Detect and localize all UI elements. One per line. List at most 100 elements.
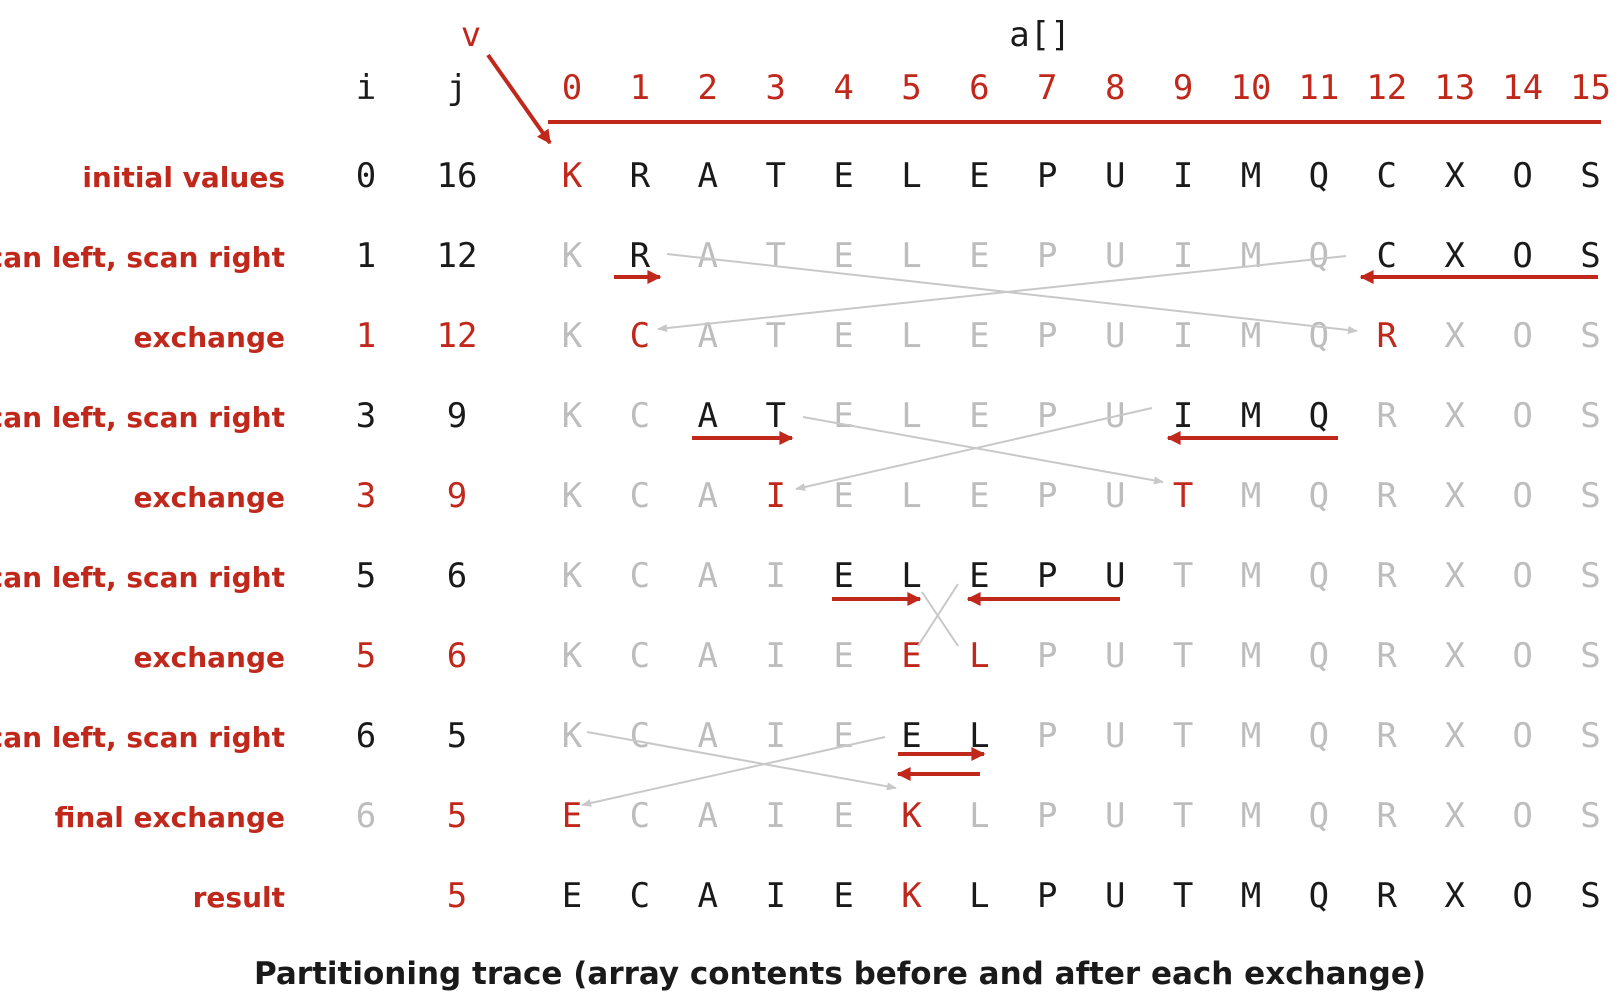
array-cell: C [630, 396, 650, 436]
array-index-label: 5 [901, 68, 921, 108]
array-cell: T [1173, 876, 1193, 916]
array-cell: Q [1309, 236, 1329, 276]
j-value: 12 [437, 316, 478, 356]
array-cell: S [1580, 316, 1600, 356]
array-cell: U [1105, 476, 1125, 516]
array-cell: C [1377, 236, 1397, 276]
i-value: 1 [356, 236, 376, 276]
array-cell: X [1444, 876, 1465, 916]
array-cell: C [630, 636, 650, 676]
array-cell: P [1037, 796, 1057, 836]
array-label: a[] [1009, 15, 1070, 55]
array-cell: P [1037, 316, 1057, 356]
array-cell: I [765, 636, 785, 676]
array-cell: Q [1309, 156, 1329, 196]
j-value: 6 [447, 636, 467, 676]
j-value: 9 [447, 396, 467, 436]
array-index-label: 6 [969, 68, 989, 108]
i-column-header: i [356, 68, 376, 108]
array-cell: L [969, 796, 989, 836]
exchange-line [802, 416, 1164, 485]
array-cell: T [1173, 716, 1193, 756]
array-cell: E [969, 316, 989, 356]
array-cell: E [833, 876, 853, 916]
array-cell: A [698, 876, 718, 916]
array-cell: O [1512, 156, 1532, 196]
row-label: scan left, scan right [0, 241, 285, 274]
j-column-header: j [447, 68, 467, 108]
array-cell: M [1241, 156, 1261, 196]
j-value: 5 [447, 876, 467, 916]
array-cell: X [1444, 156, 1465, 196]
array-cell: S [1580, 876, 1600, 916]
array-cell: A [698, 556, 718, 596]
exchange-line [657, 255, 1347, 333]
array-cell: L [901, 476, 921, 516]
array-cell: X [1444, 796, 1465, 836]
array-cell: M [1241, 476, 1261, 516]
j-value: 5 [447, 716, 467, 756]
array-cell: M [1241, 556, 1261, 596]
array-cell: S [1580, 796, 1600, 836]
array-cell: R [1377, 316, 1398, 356]
array-cell: C [1377, 156, 1397, 196]
exchange-line [795, 407, 1153, 491]
row-label: scan left, scan right [0, 561, 285, 594]
array-cell: Q [1309, 636, 1329, 676]
array-cell: M [1241, 636, 1261, 676]
array-cell: E [562, 796, 582, 836]
array-cell: K [562, 236, 583, 276]
array-cell: U [1105, 236, 1125, 276]
array-cell: M [1241, 236, 1261, 276]
array-cell: L [901, 556, 921, 596]
array-cell: E [833, 156, 853, 196]
row-label: scan left, scan right [0, 401, 285, 434]
array-index-label: 15 [1570, 68, 1611, 108]
array-cell: T [765, 316, 785, 356]
array-cell: K [562, 556, 583, 596]
array-cell: E [969, 396, 989, 436]
array-cell: L [901, 236, 921, 276]
array-cell: E [969, 556, 989, 596]
array-cell: S [1580, 556, 1600, 596]
array-cell: I [765, 476, 785, 516]
array-cell: K [562, 476, 583, 516]
array-index-label: 14 [1502, 68, 1543, 108]
array-index-label: 4 [833, 68, 853, 108]
array-cell: T [765, 396, 785, 436]
array-cell: M [1241, 396, 1261, 436]
array-cell: O [1512, 876, 1532, 916]
array-cell: E [833, 396, 853, 436]
exchange-line [581, 736, 886, 807]
row-label: final exchange [55, 801, 285, 834]
array-cell: E [969, 236, 989, 276]
array-cell: T [1173, 556, 1193, 596]
array-cell: X [1444, 316, 1465, 356]
array-cell: E [833, 556, 853, 596]
array-cell: P [1037, 156, 1057, 196]
array-cell: I [1173, 396, 1193, 436]
array-cell: P [1037, 476, 1057, 516]
i-value: 3 [356, 396, 376, 436]
array-cell: O [1512, 796, 1532, 836]
array-cell: C [630, 796, 650, 836]
array-cell: M [1241, 876, 1261, 916]
array-cell: I [1173, 156, 1193, 196]
scan-arrows [614, 270, 1598, 781]
row-label: exchange [134, 641, 285, 674]
array-cell: S [1580, 476, 1600, 516]
i-value: 1 [356, 316, 376, 356]
array-cell: E [562, 876, 582, 916]
array-cell: L [969, 716, 989, 756]
array-cell: Q [1309, 556, 1329, 596]
j-value: 5 [447, 796, 467, 836]
array-cell: E [833, 636, 853, 676]
array-cell: P [1037, 636, 1057, 676]
array-cell: K [562, 316, 583, 356]
v-pointer-arrow [486, 53, 552, 145]
array-cell: U [1105, 636, 1125, 676]
array-cell: Q [1309, 476, 1329, 516]
